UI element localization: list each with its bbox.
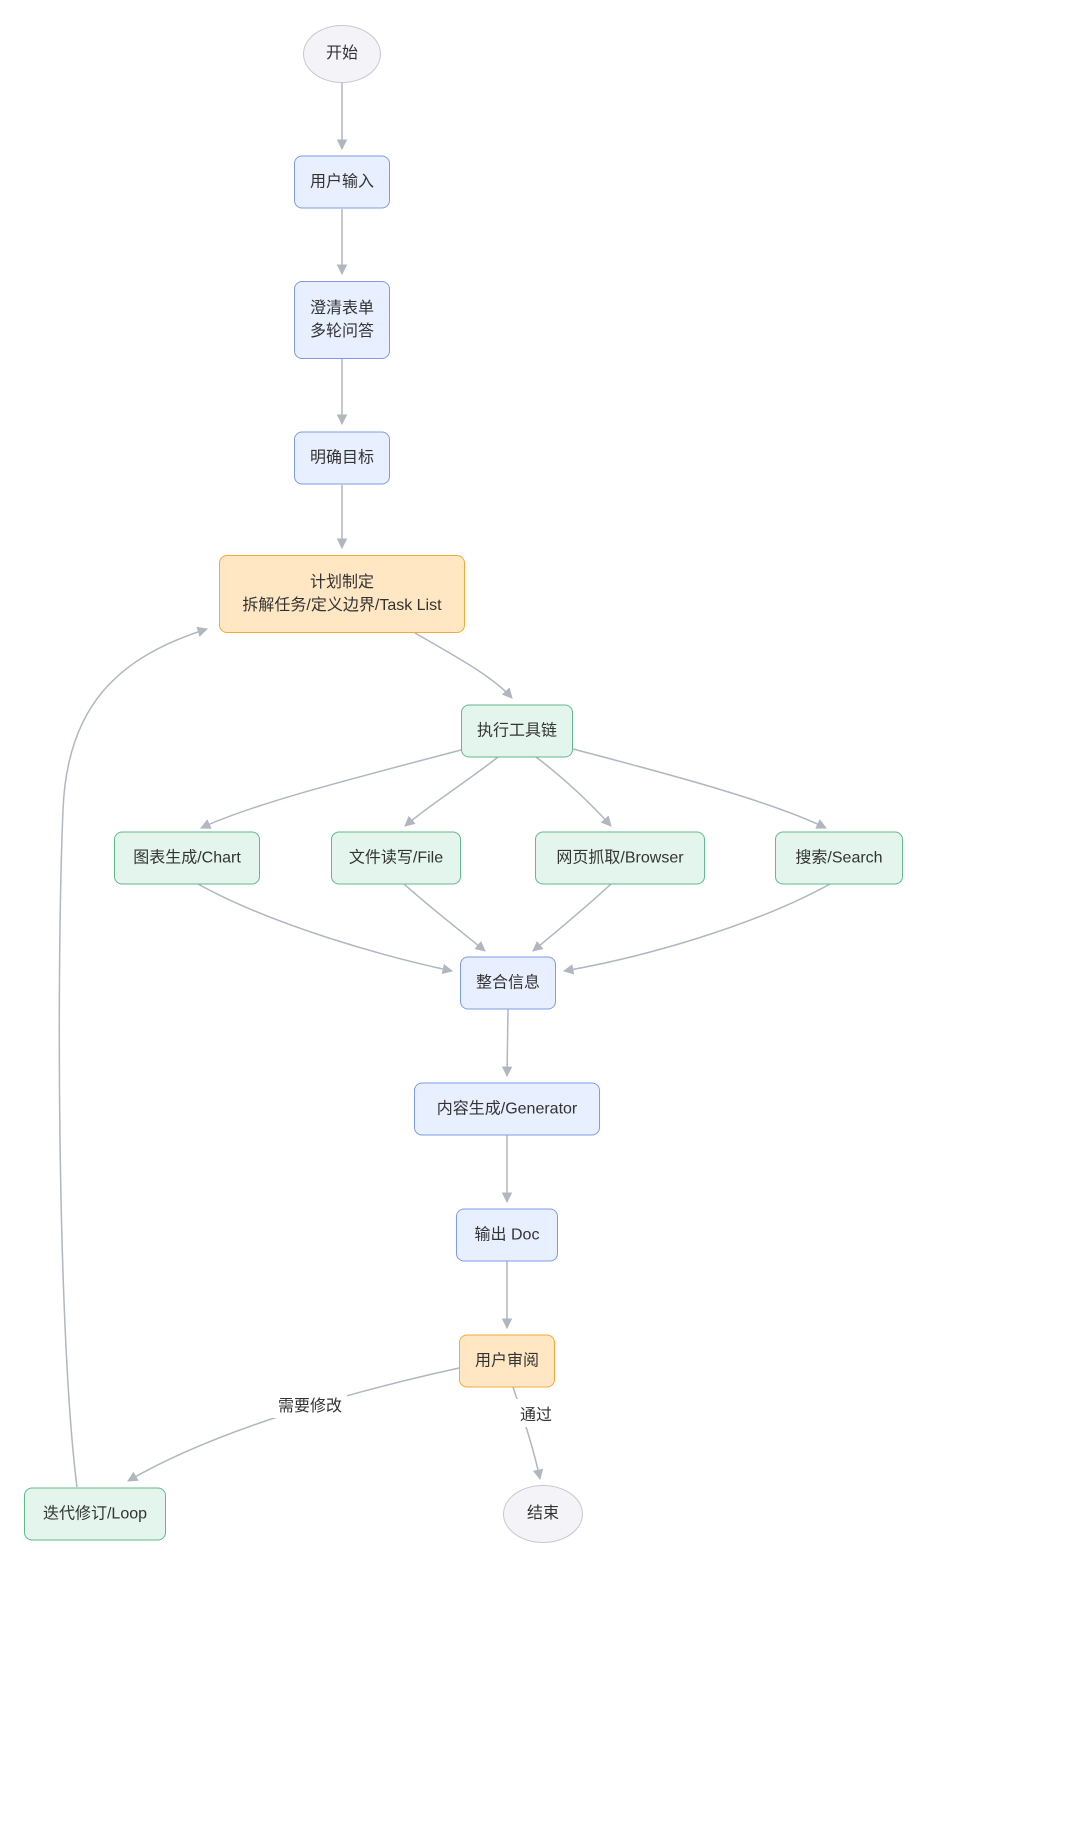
node-file-tool-label: 文件读写/File (348, 849, 444, 867)
edge-browser-to-integrate (532, 883, 612, 952)
edge-review-to-end (512, 1386, 544, 1481)
node-output-doc-label: 输出 Doc (474, 1226, 540, 1244)
node-loop: 迭代修订/Loop (24, 1487, 166, 1541)
node-clarify-form-label: 澄清表单 多轮问答 (309, 299, 374, 340)
node-user-input: 用户输入 (294, 155, 390, 209)
node-toolchain-label: 执行工具链 (476, 722, 557, 740)
node-clarify-form: 澄清表单 多轮问答 (294, 281, 390, 359)
node-plan: 计划制定 拆解任务/定义边界/Task List (219, 555, 465, 633)
node-plan-label: 计划制定 拆解任务/定义边界/Task List (242, 573, 442, 614)
node-chart-tool-label: 图表生成/Chart (133, 849, 241, 867)
node-file-tool: 文件读写/File (331, 831, 461, 885)
node-generator-label: 内容生成/Generator (436, 1100, 578, 1118)
edge-label-needs-revision: 需要修改 (272, 1390, 348, 1418)
edge-plan-to-toolchain (414, 632, 513, 699)
node-start: 开始 (303, 25, 381, 83)
node-search-tool-label: 搜索/Search (795, 849, 883, 867)
node-generator: 内容生成/Generator (414, 1082, 600, 1136)
edge-label-pass: 通过 (514, 1399, 558, 1427)
edge-loop-to-plan (58, 626, 209, 1488)
node-browser-tool: 网页抓取/Browser (535, 831, 705, 885)
node-integrate-label: 整合信息 (475, 974, 540, 992)
edge-toolchain-to-browser (535, 756, 612, 827)
node-goal: 明确目标 (294, 431, 390, 485)
node-review-label: 用户审阅 (474, 1352, 539, 1370)
edge-integrate-to-generator (501, 1008, 513, 1078)
node-output-doc: 输出 Doc (456, 1208, 558, 1262)
node-browser-tool-label: 网页抓取/Browser (556, 849, 684, 867)
node-chart-tool: 图表生成/Chart (114, 831, 260, 885)
node-search-tool: 搜索/Search (775, 831, 903, 885)
node-start-label: 开始 (325, 45, 358, 63)
node-review: 用户审阅 (459, 1334, 555, 1388)
edge-chart-to-integrate (197, 883, 454, 975)
edge-toolchain-to-search (572, 748, 827, 829)
node-toolchain: 执行工具链 (461, 704, 573, 758)
edge-search-to-integrate (562, 883, 831, 975)
node-end-label: 结束 (526, 1505, 559, 1523)
node-user-input-label: 用户输入 (309, 173, 374, 191)
node-loop-label: 迭代修订/Loop (42, 1505, 148, 1523)
node-integrate: 整合信息 (460, 956, 556, 1010)
edge-toolchain-to-file (404, 756, 499, 827)
edge-toolchain-to-chart (200, 749, 462, 829)
edge-review-to-loop (127, 1367, 460, 1482)
node-goal-label: 明确目标 (309, 449, 374, 467)
node-end: 结束 (503, 1485, 583, 1543)
edge-file-to-integrate (403, 883, 486, 952)
